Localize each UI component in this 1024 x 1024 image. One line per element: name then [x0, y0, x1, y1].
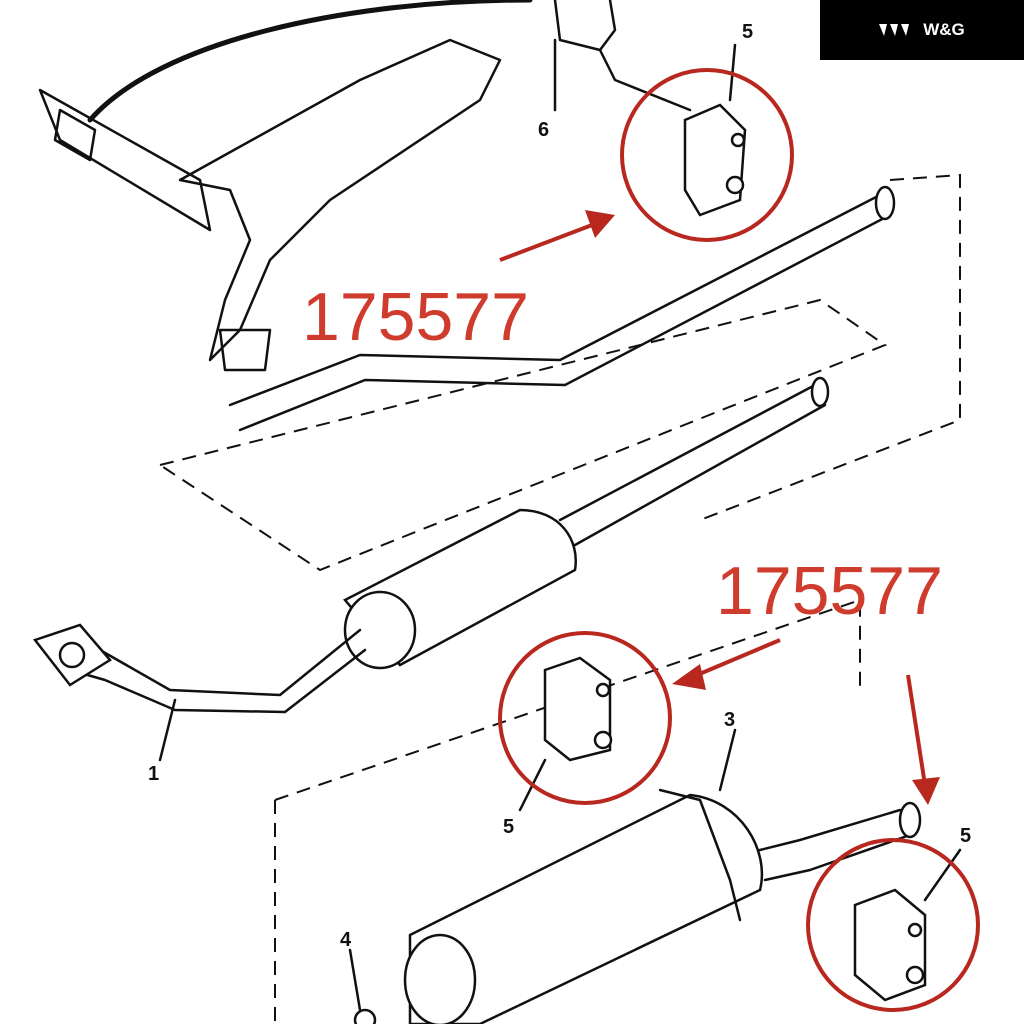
- front-pipe: [58, 628, 367, 714]
- logo-mark-icon: [879, 24, 910, 36]
- part-code-top: 175577: [302, 279, 529, 355]
- rubber-mount-top: [683, 103, 747, 217]
- label-top-bracket: 5: [742, 21, 753, 43]
- leader-line: [348, 948, 362, 1012]
- dashed-box-top: [157, 298, 888, 572]
- logo-text: W&G: [923, 20, 965, 39]
- red-arrow-icon: [906, 674, 940, 805]
- dashed-box-bottom: [274, 598, 861, 1024]
- highlight-circle-top: [620, 68, 794, 242]
- rubber-mount-middle: [543, 656, 613, 762]
- leader-line: [923, 848, 962, 902]
- part-code-middle: 175577: [716, 553, 943, 629]
- silencer-bracket: [658, 788, 742, 922]
- silencer-end: [403, 933, 477, 1024]
- rubber-mount-rear: [853, 888, 927, 1002]
- cable: [87, 0, 533, 123]
- top-hanger: [553, 0, 692, 112]
- label-top-hanger: 6: [538, 119, 549, 141]
- label-rear-bracket: 5: [960, 825, 971, 847]
- dashed-box-right: [699, 173, 961, 521]
- suspension-arm: [178, 38, 502, 372]
- label-rear-silencer: 3: [724, 709, 735, 731]
- highlight-circle-middle: [498, 631, 672, 805]
- silencer-end: [343, 590, 417, 670]
- label-clamp: 4: [340, 929, 352, 951]
- label-front-pipe: 1: [148, 763, 159, 785]
- label-mid-bracket: 5: [503, 816, 514, 838]
- pipe-end: [874, 185, 896, 221]
- rear-silencer: [408, 793, 764, 1024]
- clamp: [353, 1008, 377, 1024]
- tailpipe: [758, 808, 912, 882]
- leader-line: [158, 698, 177, 762]
- red-arrow-icon: [672, 638, 781, 690]
- pipe-end: [898, 801, 922, 839]
- red-arrow-icon: [499, 210, 615, 262]
- pipe-end: [810, 376, 830, 408]
- flange-hole: [58, 641, 86, 669]
- leader-line: [718, 728, 737, 792]
- intermediate-pipe: [228, 193, 892, 432]
- middle-pipe: [558, 383, 827, 547]
- highlight-circle-rear: [806, 838, 980, 1012]
- brand-logo: W&G: [820, 0, 1024, 60]
- front-crossmember: [38, 88, 212, 232]
